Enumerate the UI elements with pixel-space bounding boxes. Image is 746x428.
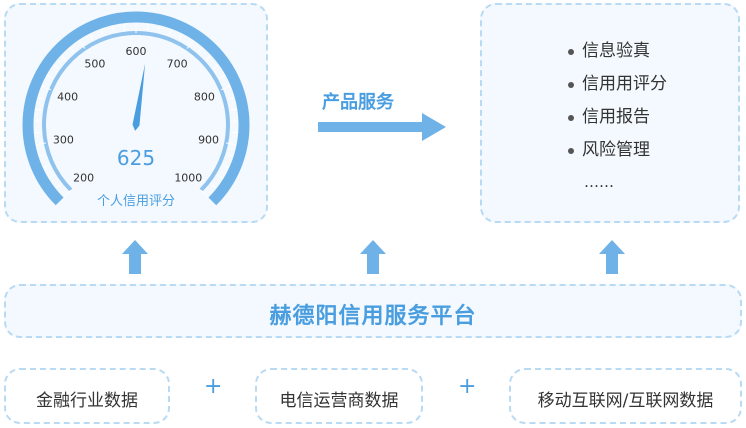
bullet-icon xyxy=(568,82,574,88)
bullet-icon xyxy=(568,148,574,154)
gauge-tick-mark xyxy=(53,64,59,69)
data-source-label: 金融行业数据 xyxy=(36,391,138,411)
gauge-tick-mark xyxy=(60,55,66,61)
bullet-icon xyxy=(568,115,574,121)
gauge-tick-mark xyxy=(78,39,86,49)
gauge-tick-label: 900 xyxy=(198,133,219,146)
gauge-tick-mark xyxy=(211,184,217,189)
gauge-tick-label: 600 xyxy=(126,45,147,58)
gauge-tick-mark xyxy=(43,164,50,169)
gauge-tick-mark xyxy=(69,47,75,53)
gauge-tick-label: 200 xyxy=(73,171,94,184)
gauge-tick-mark xyxy=(228,96,235,100)
service-item: 信息验真 xyxy=(568,35,667,68)
gauge-inner-ring xyxy=(42,31,230,192)
service-list: 信息验真 信用用评分 信用报告 风险管理 xyxy=(568,35,667,167)
gauge-tick-label: 300 xyxy=(53,133,74,146)
gauge-tick-mark xyxy=(168,29,172,36)
data-source-mobile: 移动互联网/互联网数据 xyxy=(509,368,742,424)
gauge-tick-mark xyxy=(55,184,61,189)
gauge-tick-mark xyxy=(89,33,93,40)
bullet-icon xyxy=(568,49,574,55)
credit-score-panel: 200 300 400 500 600 700 800 900 1000 625 个人信用评分 xyxy=(4,3,268,223)
gauge-tick-mark xyxy=(226,142,237,146)
platform-title: 赫德阳信用服务平台 xyxy=(269,304,477,329)
gauge-tick-mark xyxy=(100,29,104,36)
gauge-tick-mark xyxy=(123,23,126,30)
gauge-arc xyxy=(22,11,250,206)
gauge-tick-mark xyxy=(219,74,226,79)
gauge-tick-mark xyxy=(213,64,219,69)
gauge-tick-mark xyxy=(111,25,115,32)
gauge-tick-mark xyxy=(35,142,46,146)
data-source-telecom: 电信运营商数据 xyxy=(255,368,423,424)
gauge-tick-mark xyxy=(48,174,55,179)
gauge-tick-mark xyxy=(146,23,149,30)
service-item: 风险管理 xyxy=(568,134,667,167)
gauge-tick-mark xyxy=(197,47,203,53)
gauge-tick-labels: 200 300 400 500 600 700 800 900 1000 xyxy=(53,45,219,184)
gauge-tick-mark xyxy=(46,74,53,79)
platform-banner: 赫德阳信用服务平台 xyxy=(4,284,742,338)
gauge-tick-mark xyxy=(220,85,231,91)
gauge-tick-mark xyxy=(35,108,42,111)
gauge-tick-label: 800 xyxy=(194,91,215,104)
gauge-tick-mark xyxy=(227,154,234,157)
gauge-tick-mark xyxy=(186,39,194,49)
gauge-tick-mark xyxy=(37,96,44,100)
service-item: 信用用评分 xyxy=(568,68,667,101)
gauge-tick-mark xyxy=(222,164,229,169)
product-services-label: 产品服务 xyxy=(322,92,394,113)
gauge-tick-mark xyxy=(230,108,237,111)
data-source-label: 电信运营商数据 xyxy=(279,391,399,411)
up-arrow-right xyxy=(599,240,625,274)
credit-score-gauge: 200 300 400 500 600 700 800 900 1000 625 个人信用评分 xyxy=(22,11,250,209)
up-arrow-left xyxy=(122,240,148,274)
credit-score-value: 625 xyxy=(117,146,155,170)
gauge-needle xyxy=(132,63,146,131)
plus-sign: + xyxy=(458,374,477,399)
gauge-caption: 个人信用评分 xyxy=(97,194,175,209)
gauge-outer-ring xyxy=(22,11,250,206)
services-panel: 信息验真 信用用评分 信用报告 风险管理 …… xyxy=(480,3,740,223)
gauge-tick-label: 700 xyxy=(167,57,188,70)
gauge-tick-label: 500 xyxy=(84,57,105,70)
gauge-tick-mark xyxy=(206,55,212,61)
service-more: …… xyxy=(584,173,614,191)
gauge-tick-mark xyxy=(200,189,209,198)
gauge-tick-mark xyxy=(63,189,72,198)
product-arrow xyxy=(318,113,446,141)
data-source-finance: 金融行业数据 xyxy=(4,368,170,424)
up-arrow-center xyxy=(360,240,386,274)
gauge-tick-mark xyxy=(41,85,52,91)
service-item: 信用报告 xyxy=(568,101,667,134)
gauge-tick-label: 400 xyxy=(57,91,78,104)
gauge-tick-mark xyxy=(157,25,161,32)
gauge-tick-mark xyxy=(179,33,183,40)
gauge-tick-label: 1000 xyxy=(174,171,202,184)
gauge-tick-mark xyxy=(217,174,224,179)
gauge-tick-mark xyxy=(38,154,45,157)
data-source-label: 移动互联网/互联网数据 xyxy=(537,391,714,411)
plus-sign: + xyxy=(204,374,223,399)
